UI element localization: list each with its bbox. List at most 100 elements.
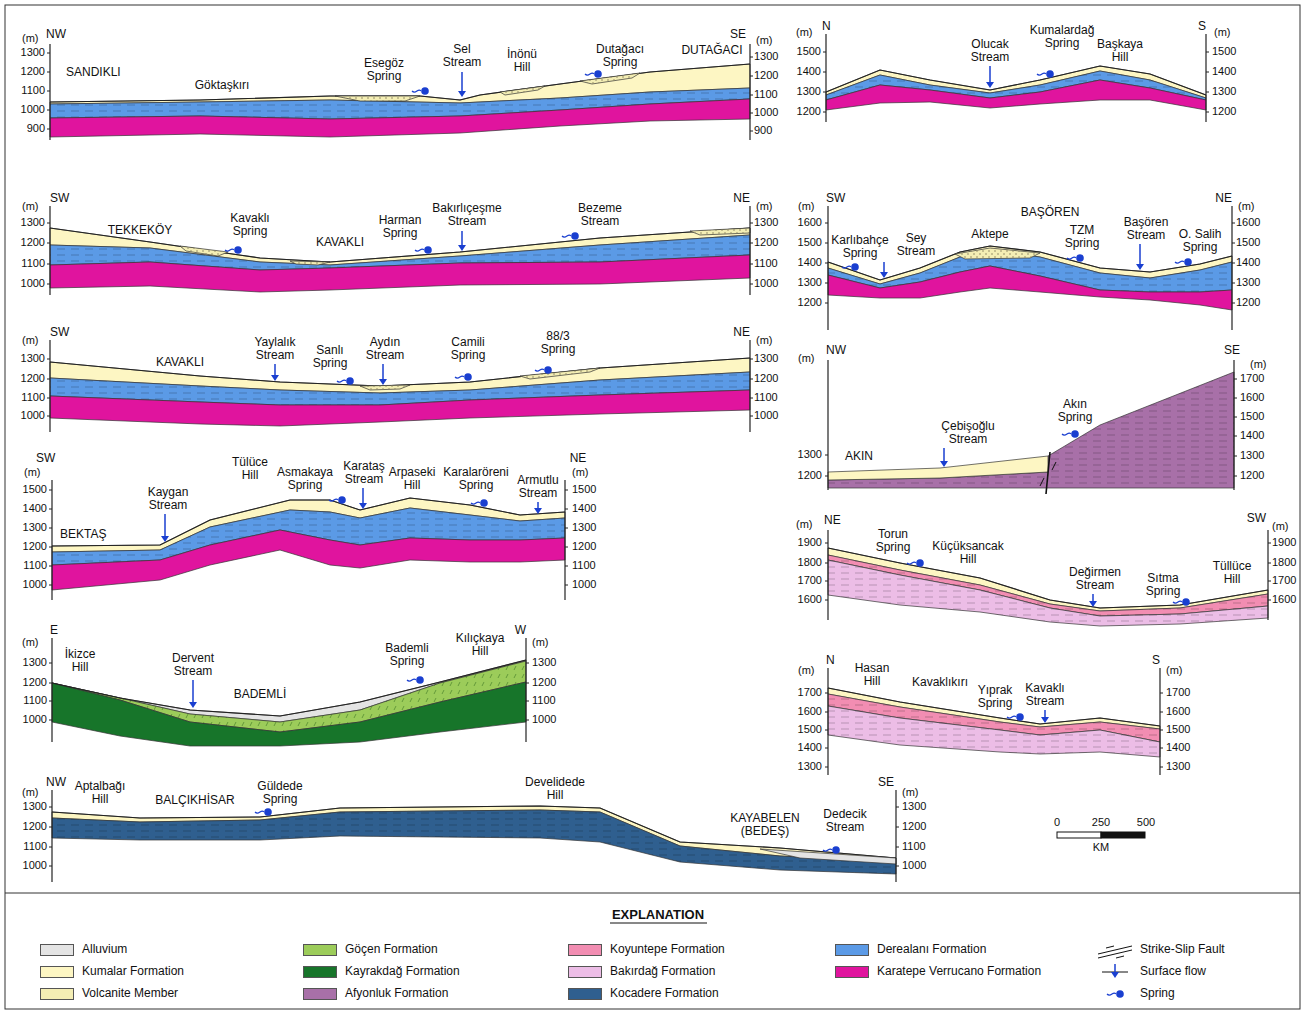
axis-tick	[47, 72, 50, 73]
surface-flow-arrow	[880, 272, 888, 278]
map-label: N	[822, 20, 831, 33]
axis-label: 1100	[754, 257, 778, 270]
scale-bar	[1057, 832, 1101, 838]
legend-text: Strike-Slip Fault	[1140, 943, 1225, 956]
map-label: Başören Stream	[1124, 216, 1169, 242]
surface-flow-arrow	[379, 379, 387, 385]
axis-label: 1400	[23, 502, 47, 515]
axis-tick	[1234, 476, 1237, 477]
ground-surface	[826, 66, 1206, 95]
map-label: Asmakaya Spring	[277, 466, 333, 492]
heading-underline	[610, 923, 707, 924]
spring-symbol	[1007, 716, 1016, 718]
legend-text: Karatepe Verrucano Formation	[877, 965, 1041, 978]
map-label: Aydın Stream	[366, 336, 405, 362]
axis-tick	[896, 866, 899, 867]
axis-tick	[823, 92, 826, 93]
spring-symbol	[1116, 990, 1124, 998]
rock-texture	[690, 228, 750, 235]
map-label: DUTAĞACI	[681, 44, 742, 57]
axis-label: (m)	[22, 334, 39, 347]
surface-flow-arrow	[458, 245, 466, 251]
axis-label: 1700	[798, 574, 822, 587]
axis-tick	[1232, 223, 1235, 224]
axis-tick	[825, 600, 828, 601]
surface-flow-arrow	[989, 66, 991, 83]
legend-text: Koyuntepe Formation	[610, 943, 725, 956]
map-label: Kavaklı Stream	[1025, 682, 1064, 708]
map-label: Kaygan Stream	[148, 486, 189, 512]
axis-label: 1200	[572, 540, 596, 553]
fault-symbol	[1098, 946, 1132, 958]
legend-swatch	[303, 966, 337, 978]
map-label: Harman Spring	[379, 214, 422, 240]
axis-tick	[49, 683, 52, 684]
spring-symbol	[412, 90, 421, 92]
surface-flow-arrow	[164, 514, 166, 537]
axis-tick	[565, 566, 568, 567]
legend-text: Kocadere Formation	[610, 987, 719, 1000]
map-label: Kumalardağ Spring	[1030, 24, 1095, 50]
axis-label: 250	[1092, 816, 1110, 829]
legend-text: Surface flow	[1140, 965, 1206, 978]
axis-label: (m)	[756, 200, 773, 213]
rock-layer	[580, 73, 640, 84]
surface-flow-arrow	[382, 364, 384, 380]
rock-layer	[760, 849, 896, 864]
axis-label: (m)	[798, 664, 815, 677]
surface-flow-arrow	[534, 508, 542, 514]
map-label: BADEMLİ	[234, 688, 287, 701]
axis-tick	[1206, 92, 1209, 93]
axis-tick	[49, 547, 52, 548]
spring-symbol	[424, 246, 432, 254]
axis-label: 1000	[754, 106, 778, 119]
axis-tick	[896, 847, 899, 848]
axis-tick	[565, 528, 568, 529]
axis-label: 1000	[532, 713, 556, 726]
axis-label: 1400	[572, 502, 596, 515]
elevation-axis	[827, 360, 828, 490]
map-label: Develidede Hill	[525, 776, 585, 802]
map-label: Bademli Spring	[385, 642, 428, 668]
axis-label: 1100	[754, 88, 778, 101]
map-label: Sıtma Spring	[1146, 572, 1181, 598]
axis-label: 1200	[902, 820, 926, 833]
axis-label: 1100	[23, 694, 47, 707]
rock-texture	[290, 261, 330, 265]
rock-texture	[360, 385, 410, 390]
axis-tick	[526, 701, 529, 702]
elevation-axis	[49, 206, 50, 295]
axis-label: (m)	[22, 786, 39, 799]
axis-label: 1800	[798, 556, 822, 569]
surface-flow-arrow	[461, 72, 463, 92]
surface-flow-arrow	[1092, 594, 1094, 602]
rock-layer	[335, 96, 420, 101]
map-label: TEKKEKÖY	[108, 224, 173, 237]
surface-flow-arrow	[1139, 244, 1141, 265]
map-label: Esegöz Spring	[364, 57, 404, 83]
axis-label: 1500	[798, 723, 822, 736]
axis-label: (m)	[22, 32, 39, 45]
spring-symbol	[464, 373, 472, 381]
surface-flow-arrow	[940, 461, 948, 467]
elevation-axis	[564, 480, 565, 600]
spring-symbol	[1173, 601, 1182, 603]
axis-label: (m)	[1166, 664, 1183, 677]
axis-tick	[750, 243, 753, 244]
axis-tick	[526, 663, 529, 664]
map-label: Sanlı Spring	[313, 344, 348, 370]
axis-tick	[47, 379, 50, 380]
rock-texture	[520, 368, 600, 379]
axis-label: 0	[1054, 816, 1060, 829]
map-label: SW	[50, 326, 69, 339]
axis-label: 1000	[23, 713, 47, 726]
axis-label: 1300	[21, 352, 45, 365]
axis-label: 1200	[1236, 296, 1260, 309]
axis-tick	[825, 543, 828, 544]
axis-label: 1300	[754, 352, 778, 365]
spring-symbol	[1016, 713, 1024, 721]
axis-label: 1300	[23, 800, 47, 813]
legend-text: Kayrakdağ Formation	[345, 965, 460, 978]
spring-symbol	[471, 502, 480, 504]
axis-tick	[825, 563, 828, 564]
